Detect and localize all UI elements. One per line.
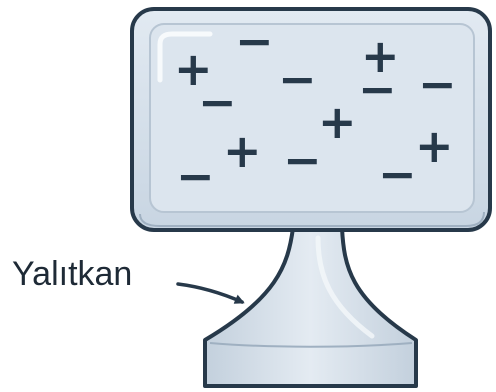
- insulator-stand: [203, 226, 418, 388]
- positive-charge: +: [223, 124, 262, 178]
- panel-shine: [157, 31, 213, 83]
- negative-charge: −: [278, 52, 317, 106]
- negative-charge: −: [235, 14, 274, 68]
- negative-charge: −: [176, 149, 215, 203]
- panel-inner: [149, 23, 475, 213]
- stand-highlight: [315, 235, 375, 339]
- callout-arrow: [176, 282, 245, 304]
- negative-charge: −: [378, 147, 417, 201]
- insulator-label: Yalıtkan: [12, 255, 132, 293]
- insulator-callout: Yalıtkan: [12, 255, 245, 304]
- negative-charge: −: [283, 133, 322, 187]
- stand-base-top: [209, 342, 413, 348]
- stand-body: [203, 226, 418, 388]
- negative-charge: −: [358, 62, 397, 116]
- positive-charge: +: [415, 119, 454, 173]
- panel-bottom-edge: [139, 211, 485, 227]
- negative-charge: −: [198, 75, 237, 129]
- negative-charge: −: [418, 57, 457, 111]
- positive-charge: +: [174, 42, 213, 96]
- charges: + − − + − − − + + − + − −: [174, 14, 457, 203]
- positive-charge: +: [361, 29, 400, 83]
- charged-panel: [130, 7, 492, 232]
- positive-charge: +: [318, 95, 357, 149]
